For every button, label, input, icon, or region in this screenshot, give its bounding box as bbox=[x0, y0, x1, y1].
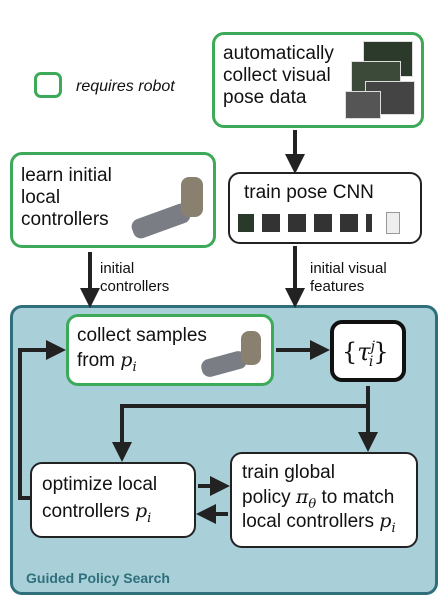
node-trajectories: {τji} bbox=[330, 320, 406, 382]
node-collect-samples-line2: from pi bbox=[77, 349, 137, 379]
node-train-global-line2: policy πθ to match bbox=[242, 486, 394, 516]
robot-arm-image bbox=[129, 169, 211, 241]
controllers-text: controllers bbox=[42, 501, 130, 522]
trajectory-symbol: {τji} bbox=[342, 338, 389, 370]
local-controllers-text: local controllers bbox=[242, 511, 374, 532]
edge-label-initial-controllers: initial controllers bbox=[100, 260, 170, 295]
to-match-text: to match bbox=[321, 487, 395, 508]
p-symbol-2: p bbox=[134, 500, 148, 522]
p-subscript-2: i bbox=[147, 510, 152, 526]
node-optimize-line1: optimize local bbox=[42, 474, 158, 495]
robot-arm-image-2 bbox=[199, 325, 267, 381]
from-text: from bbox=[77, 350, 115, 371]
node-train-pose-cnn: train pose CNN bbox=[228, 172, 422, 244]
node-train-global-policy: train global policy πθ to match local co… bbox=[230, 452, 418, 548]
p-symbol: p bbox=[120, 349, 133, 371]
tau-superscript: j bbox=[370, 339, 375, 355]
legend-label: requires robot bbox=[76, 78, 175, 95]
node-collect-pose-data: automatically collect visual pose data bbox=[212, 32, 424, 128]
theta-subscript: θ bbox=[308, 496, 317, 512]
node-train-pose-cnn-text: train pose CNN bbox=[244, 182, 374, 203]
node-train-global-line1: train global bbox=[242, 462, 335, 483]
node-optimize-line2: controllers pi bbox=[42, 500, 151, 530]
pose-photos-image bbox=[345, 41, 417, 121]
node-collect-pose-data-text: automatically collect visual pose data bbox=[223, 43, 334, 108]
tau-symbol: τ bbox=[357, 338, 371, 366]
node-collect-samples-line1: collect samples bbox=[77, 325, 207, 346]
arrow-traj-to-optimize bbox=[112, 386, 370, 462]
cnn-diagram-image bbox=[238, 212, 414, 236]
node-learn-initial-controllers: learn initial local controllers bbox=[10, 152, 216, 248]
node-collect-samples: collect samples from pi bbox=[66, 314, 274, 386]
legend-swatch bbox=[34, 72, 62, 98]
p-subscript-3: i bbox=[391, 520, 396, 536]
arrow-optimize-loop bbox=[18, 340, 66, 500]
edge-label-initial-visual-features: initial visual features bbox=[310, 260, 387, 295]
node-optimize-local-controllers: optimize local controllers pi bbox=[30, 462, 196, 538]
panel-title: Guided Policy Search bbox=[26, 570, 170, 586]
p-symbol-3: p bbox=[379, 510, 392, 532]
node-train-global-line3: local controllers pi bbox=[242, 510, 396, 540]
pi-symbol: π bbox=[295, 486, 309, 508]
policy-text: policy bbox=[242, 487, 291, 508]
p-subscript: i bbox=[132, 359, 137, 375]
node-learn-initial-text: learn initial local controllers bbox=[21, 165, 112, 230]
tau-subscript: i bbox=[368, 353, 374, 370]
